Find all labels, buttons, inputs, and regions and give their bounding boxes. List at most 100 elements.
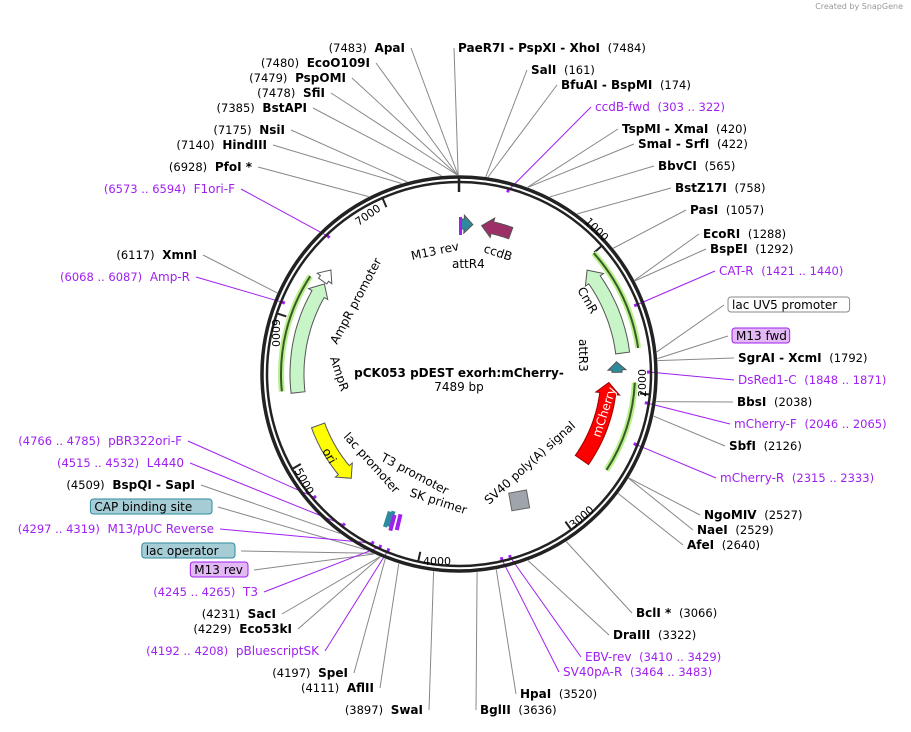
tick-mark xyxy=(639,392,651,396)
label-ngomiv[interactable]: NgoMIV (2527) xyxy=(704,508,802,522)
orf-line xyxy=(605,382,636,471)
feature-box xyxy=(727,296,851,313)
feature-cmr[interactable] xyxy=(584,269,631,355)
position-text: (7484) xyxy=(608,41,646,55)
spacer xyxy=(650,628,658,642)
label-cat-r[interactable]: CAT-R (1421 .. 1440) xyxy=(719,264,843,278)
name-text: SV40pA-R xyxy=(563,665,622,679)
label-AmpR: AmpR xyxy=(327,355,351,393)
label-m13-puc-reverse[interactable]: (4297 .. 4319) M13/pUC Reverse xyxy=(18,522,214,536)
feature-box xyxy=(89,498,213,515)
label-dsred1-c[interactable]: DsRed1-C (1848 .. 1871) xyxy=(738,373,886,387)
feature-attr4[interactable] xyxy=(460,213,474,235)
label-sali[interactable]: SalI (161) xyxy=(531,63,595,77)
feature-box-label: lac operator xyxy=(146,544,219,558)
position-text: (161) xyxy=(564,63,595,77)
label-leader-line xyxy=(189,462,344,526)
feature-attr3[interactable] xyxy=(606,361,628,373)
label-bbvci[interactable]: BbvCI (565) xyxy=(658,159,735,173)
label-lac-operator[interactable]: lac operator xyxy=(141,542,236,559)
label-l4440[interactable]: (4515 .. 4532) L4440 xyxy=(57,456,184,470)
label-ebv-rev[interactable]: EBV-rev (3410 .. 3429) xyxy=(585,650,721,664)
feature-ampr-promoter[interactable] xyxy=(316,269,333,285)
label-leader-line xyxy=(219,528,373,544)
feature-ampr[interactable] xyxy=(289,283,329,394)
label-pfoi-[interactable]: (6928) PfoI * xyxy=(169,160,253,174)
label-saci[interactable]: (4231) SacI xyxy=(202,607,276,621)
name-text: BstAPI xyxy=(262,101,307,115)
label-bspqi-sapi[interactable]: (4509) BspQI - SapI xyxy=(66,478,195,492)
position-text: (3636) xyxy=(518,703,556,717)
label-ccdb-fwd[interactable]: ccdB-fwd (303 .. 322) xyxy=(595,100,725,114)
small-feature[interactable] xyxy=(394,513,403,531)
label-hindiii[interactable]: (7140) HindIII xyxy=(176,138,267,152)
label-bspei[interactable]: BspEI (1292) xyxy=(710,242,793,256)
feature-sv40-poly-a-signal[interactable] xyxy=(508,489,531,512)
label-spei[interactable]: (4197) SpeI xyxy=(272,666,348,680)
label-sv40pa-r[interactable]: SV40pA-R (3464 .. 3483) xyxy=(563,665,712,679)
label-bstz17i[interactable]: BstZ17I (758) xyxy=(675,181,765,195)
label-bcli-[interactable]: BclI * (3066) xyxy=(636,606,717,620)
label-bstapi[interactable]: (7385) BstAPI xyxy=(217,101,307,115)
position-text: (3066) xyxy=(679,606,717,620)
position-text: (1848 .. 1871) xyxy=(804,373,886,387)
label-cap-binding-site[interactable]: CAP binding site xyxy=(89,498,213,515)
label-amp-r[interactable]: (6068 .. 6087) Amp-R xyxy=(60,270,190,284)
label-leader-line xyxy=(312,107,442,177)
position-text: (420) xyxy=(716,122,747,136)
small-feature[interactable] xyxy=(387,510,396,528)
label-bglii[interactable]: BglII (3636) xyxy=(480,703,557,717)
name-text: HpaI xyxy=(520,687,551,701)
feature-m13-rev-primer[interactable] xyxy=(459,217,462,235)
label-mcherry-r[interactable]: mCherry-R (2315 .. 2333) xyxy=(720,471,874,485)
label-nsii[interactable]: (7175) NsiI xyxy=(213,123,285,137)
label-pbluescriptsk[interactable]: (4192 .. 4208) pBluescriptSK xyxy=(146,644,320,658)
label-eco53ki[interactable]: (4229) Eco53kI xyxy=(193,622,292,636)
label-mcherry-f[interactable]: mCherry-F (2046 .. 2065) xyxy=(734,417,887,431)
label-paer7i-pspxi-xhoi[interactable]: PaeR7I - PspXI - XhoI (7484) xyxy=(458,41,646,55)
label-afei[interactable]: AfeI (2640) xyxy=(687,538,760,552)
label-draiii[interactable]: DraIII (3322) xyxy=(613,628,696,642)
label-bbsi[interactable]: BbsI (2038) xyxy=(737,395,812,409)
label-f1ori-f[interactable]: (6573 .. 6594) F1ori-F xyxy=(104,182,235,196)
label-tspmi-xmai[interactable]: TspMI - XmaI (420) xyxy=(622,122,747,136)
spacer xyxy=(708,122,716,136)
label-ecori[interactable]: EcoRI (1288) xyxy=(703,227,786,241)
spacer xyxy=(718,203,726,217)
label-pbr322ori-f[interactable]: (4766 .. 4785) pBR322ori-F xyxy=(18,434,182,448)
label-pspomi[interactable]: (7479) PspOMI xyxy=(249,71,346,85)
spacer xyxy=(228,644,236,658)
label-sgrai-xcmi[interactable]: SgrAI - XcmI (1792) xyxy=(738,351,867,365)
label-naei[interactable]: NaeI (2529) xyxy=(697,523,774,537)
feature-ori[interactable] xyxy=(310,422,353,479)
small-feature[interactable] xyxy=(383,510,392,528)
tick-mark xyxy=(291,463,302,470)
label-aflii[interactable]: (4111) AflII xyxy=(301,681,374,695)
label-ecoo109i[interactable]: (7480) EcoO109I xyxy=(261,56,370,70)
position-text: (7480) xyxy=(261,56,299,70)
label-apai[interactable]: (7483) ApaI xyxy=(329,41,405,55)
label-leader-line xyxy=(263,546,381,593)
label-swai[interactable]: (3897) SwaI xyxy=(345,703,423,717)
label-smai-srfi[interactable]: SmaI - SrfI (422) xyxy=(638,137,748,151)
label-ori: ori xyxy=(319,446,339,467)
spacer xyxy=(600,41,608,55)
label-leader-line xyxy=(200,484,341,534)
label-t3[interactable]: (4245 .. 4265) T3 xyxy=(153,585,258,599)
name-text: XmnI xyxy=(162,248,197,262)
feature-mcherry[interactable] xyxy=(574,381,621,466)
label-bfuai-bspmi[interactable]: BfuAI - BspMI (174) xyxy=(561,78,691,92)
spacer xyxy=(822,351,830,365)
name-text: EBV-rev xyxy=(585,650,631,664)
label-sfii[interactable]: (7478) SfiI xyxy=(257,86,325,100)
small-feature[interactable] xyxy=(388,514,397,532)
label-xmni[interactable]: (6117) XmnI xyxy=(116,248,197,262)
label-leader-line xyxy=(635,443,717,479)
label-hpai[interactable]: HpaI (3520) xyxy=(520,687,597,701)
label-sbfi[interactable]: SbfI (2126) xyxy=(729,439,802,453)
feature-ccdb[interactable] xyxy=(480,216,514,240)
label-lac-uv5-promoter[interactable]: lac UV5 promoter xyxy=(727,296,851,313)
label-m13-rev[interactable]: M13 rev xyxy=(189,561,249,578)
label-pasi[interactable]: PasI (1057) xyxy=(690,203,764,217)
label-m13-fwd[interactable]: M13 fwd xyxy=(731,327,791,344)
